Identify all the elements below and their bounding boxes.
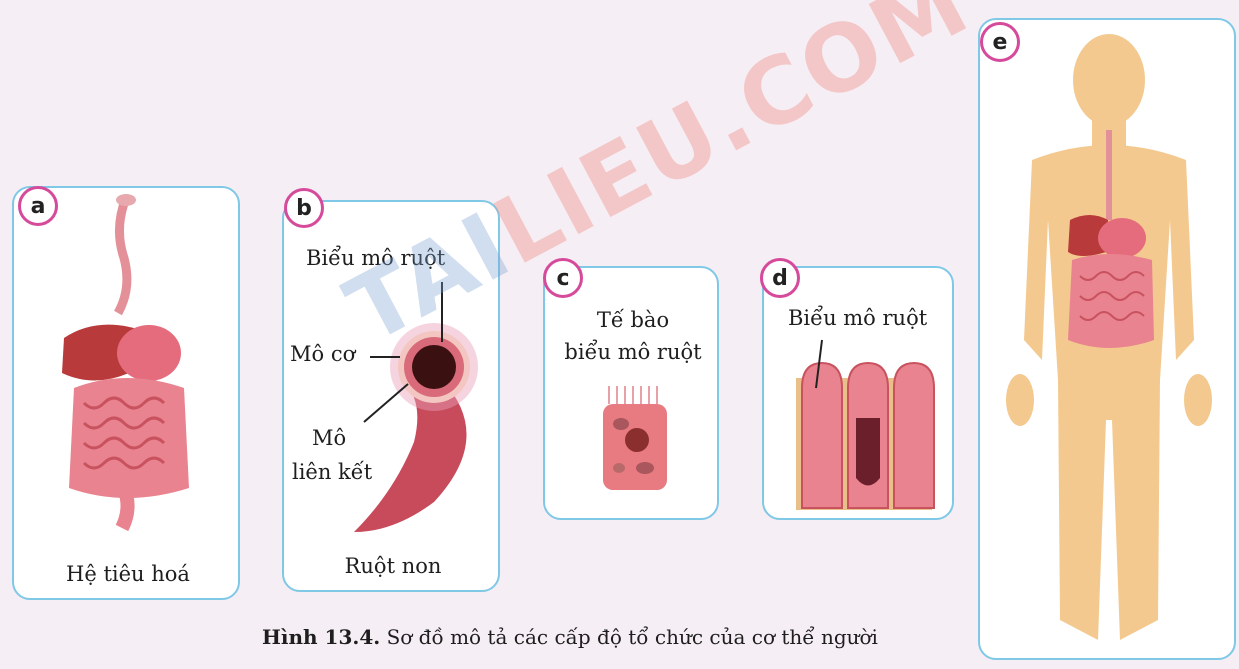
badge-a: a [18,186,58,226]
panel-c-title-2: biểu mô ruột [545,340,721,364]
panel-c-epithelial-cell: Tế bào biểu mô ruột [543,266,719,520]
panel-b-connective-label-2: liên kết [292,460,372,484]
panel-a-label: Hệ tiêu hoá [14,562,242,586]
panel-d-villi: Biểu mô ruột [762,266,954,520]
caption-text: Sơ đồ mô tả các cấp độ tổ chức của cơ th… [380,625,878,649]
panel-c-title-1: Tế bào [545,308,721,332]
panel-e-human-body [978,18,1236,660]
figure-caption: Hình 13.4. Sơ đồ mô tả các cấp độ tổ chứ… [262,625,878,649]
badge-d: d [760,258,800,298]
panel-b-label: Ruột non [284,554,502,578]
human-body-illustration [980,20,1238,662]
digestive-system-illustration [14,188,242,602]
badge-e: e [980,22,1020,62]
badge-b: b [284,188,324,228]
panel-a-digestive-system: Hệ tiêu hoá [12,186,240,600]
watermark-part-2: LIEU.COM [477,0,985,286]
panel-b-muscle-label: Mô cơ [290,342,355,366]
panel-d-title: Biểu mô ruột [788,306,927,330]
panel-b-connective-label-1: Mô [312,426,346,450]
epithelial-cell-illustration [545,268,721,522]
caption-figure-number: Hình 13.4. [262,625,380,649]
